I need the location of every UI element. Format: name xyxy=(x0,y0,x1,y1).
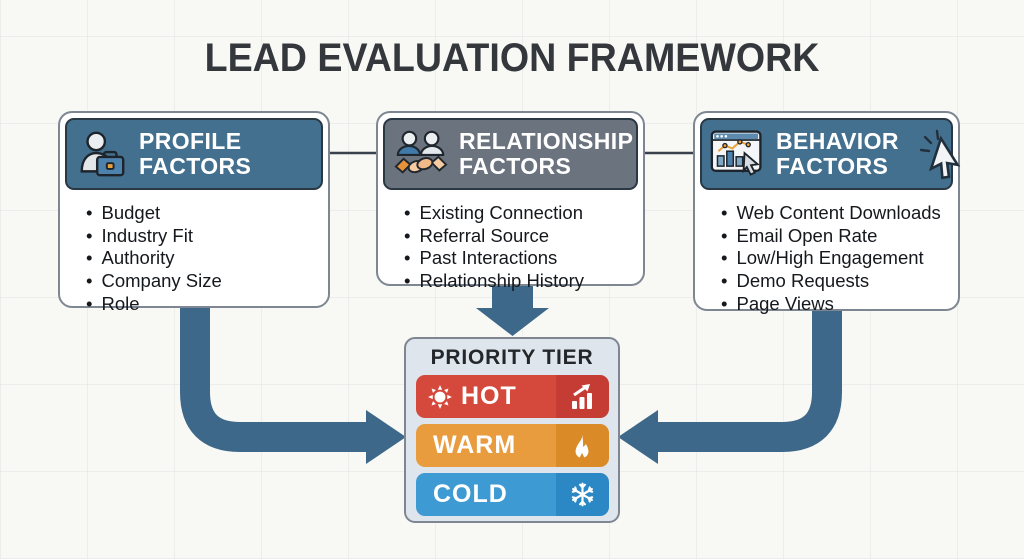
flame-icon xyxy=(556,424,609,467)
tier-warm-label: WARM xyxy=(433,431,517,459)
list-item: Role xyxy=(86,293,322,315)
list-item: Web Content Downloads xyxy=(721,202,952,224)
list-item: Low/High Engagement xyxy=(721,247,952,269)
list-item: Existing Connection xyxy=(404,202,637,224)
list-item: Past Interactions xyxy=(404,247,637,269)
click-cursor-icon xyxy=(919,128,965,180)
tier-cold: COLD xyxy=(416,473,609,516)
tier-cold-label: COLD xyxy=(433,480,508,508)
behavior-factors-box: BEHAVIOR FACTORS Web Content Downl xyxy=(693,111,961,314)
list-item: Industry Fit xyxy=(86,225,322,247)
snowflake-icon xyxy=(556,473,609,516)
behavior-factors-title: BEHAVIOR FACTORS xyxy=(776,128,899,179)
profile-factors-header: PROFILE FACTORS xyxy=(65,118,323,190)
list-item: Relationship History xyxy=(404,270,637,292)
list-item: Email Open Rate xyxy=(721,225,952,247)
list-item: Page Views xyxy=(721,293,952,315)
handshake-icon xyxy=(393,129,449,179)
arrow-profile-to-priority xyxy=(180,306,406,464)
tier-hot: HOT xyxy=(416,375,609,418)
list-item: Authority xyxy=(86,247,322,269)
profile-factors-list: Budget Industry Fit Authority Company Si… xyxy=(60,113,328,314)
relationship-factors-box: RELATIONSHIP FACTORS Existing Connection… xyxy=(376,111,645,291)
relationship-factors-title: RELATIONSHIP FACTORS xyxy=(459,128,634,179)
relationship-factors-header: RELATIONSHIP FACTORS xyxy=(383,118,638,190)
arrow-relationship-to-priority xyxy=(476,285,549,336)
profile-factors-box: PROFILE FACTORS Budget Industry Fit Auth… xyxy=(58,111,330,314)
list-item: Company Size xyxy=(86,270,322,292)
tier-warm: WARM xyxy=(416,424,609,467)
profile-factors-title: PROFILE FACTORS xyxy=(139,128,252,179)
list-item: Demo Requests xyxy=(721,270,952,292)
growth-chart-icon xyxy=(556,375,609,418)
priority-tier-box: PRIORITY TIER HOT xyxy=(404,337,620,523)
arrow-behavior-to-priority xyxy=(618,309,842,464)
behavior-factors-header: BEHAVIOR FACTORS xyxy=(700,118,961,190)
sun-icon xyxy=(427,384,453,410)
list-item: Referral Source xyxy=(404,225,637,247)
list-item: Budget xyxy=(86,202,322,224)
page-title: LEAD EVALUATION FRAMEWORK xyxy=(204,36,820,80)
behavior-factors-list: Web Content Downloads Email Open Rate Lo… xyxy=(695,113,958,314)
priority-tier-title: PRIORITY TIER xyxy=(430,346,594,369)
person-briefcase-icon xyxy=(75,128,129,180)
tier-hot-label: HOT xyxy=(461,382,517,410)
analytics-window-icon xyxy=(710,127,766,181)
relationship-factors-list: Existing Connection Referral Source Past… xyxy=(378,113,643,292)
